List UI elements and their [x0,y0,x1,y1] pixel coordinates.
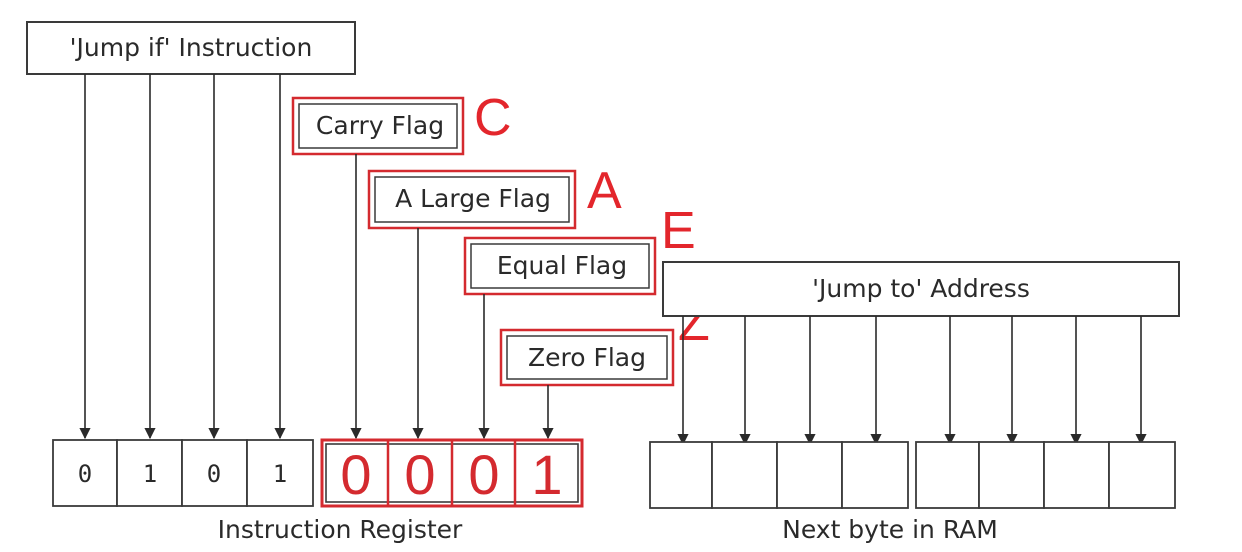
ram-byte-group-1 [649,441,909,509]
ram-cell-8 [1108,441,1176,509]
ram-cell-1 [649,441,713,509]
alarge-flag-label: A Large Flag [395,184,551,213]
flag-bit-4: 1 [531,443,562,506]
ram-cell-3 [776,441,843,509]
carry-flag-box: Carry Flag [291,96,465,156]
ram-byte-group-2 [915,441,1176,509]
instruction-register-caption: Instruction Register [218,515,463,544]
flag-bit-2: 0 [404,443,435,506]
ram-cell-6 [978,441,1045,509]
instruction-register-flags [320,438,584,508]
jump-if-label: 'Jump if' Instruction [70,33,313,62]
equal-flag-box: Equal Flag [463,236,657,296]
next-byte-caption: Next byte in RAM [782,515,998,544]
opcode-cell-3 [181,439,248,507]
ram-cell-2 [711,441,778,509]
address-arrows [677,316,1147,446]
alarge-flag-box: A Large Flag [367,169,577,230]
opcode-bit-1: 0 [78,460,92,488]
flag-bit-1: 0 [340,443,371,506]
jump-to-label: 'Jump to' Address [812,274,1030,303]
ram-cell-7 [1043,441,1110,509]
zero-flag-box: Zero Flag [499,328,675,387]
letter-c: C [474,89,512,147]
opcode-bit-4: 1 [273,460,287,488]
carry-flag-label: Carry Flag [316,111,444,140]
flag-bit-3: 0 [468,443,499,506]
letter-e: E [661,202,696,260]
flag-bit-values: 0 0 0 1 [340,443,562,506]
opcode-bit-values: 0 1 0 1 [78,460,287,488]
zero-flag-label: Zero Flag [528,343,646,372]
ram-cell-4 [841,441,909,509]
letter-a: A [587,162,622,220]
opcode-bit-3: 0 [207,460,221,488]
instruction-register-opcode [52,439,314,507]
ram-cell-5 [915,441,980,509]
opcode-cell-4 [246,439,314,507]
opcode-bit-2: 1 [143,460,157,488]
opcode-arrows [79,74,286,440]
equal-flag-label: Equal Flag [497,251,627,280]
flag-arrows [350,154,554,440]
opcode-cell-1 [52,439,118,507]
jump-to-address-box: 'Jump to' Address [662,261,1180,317]
jump-if-instruction-box: 'Jump if' Instruction [26,21,356,75]
